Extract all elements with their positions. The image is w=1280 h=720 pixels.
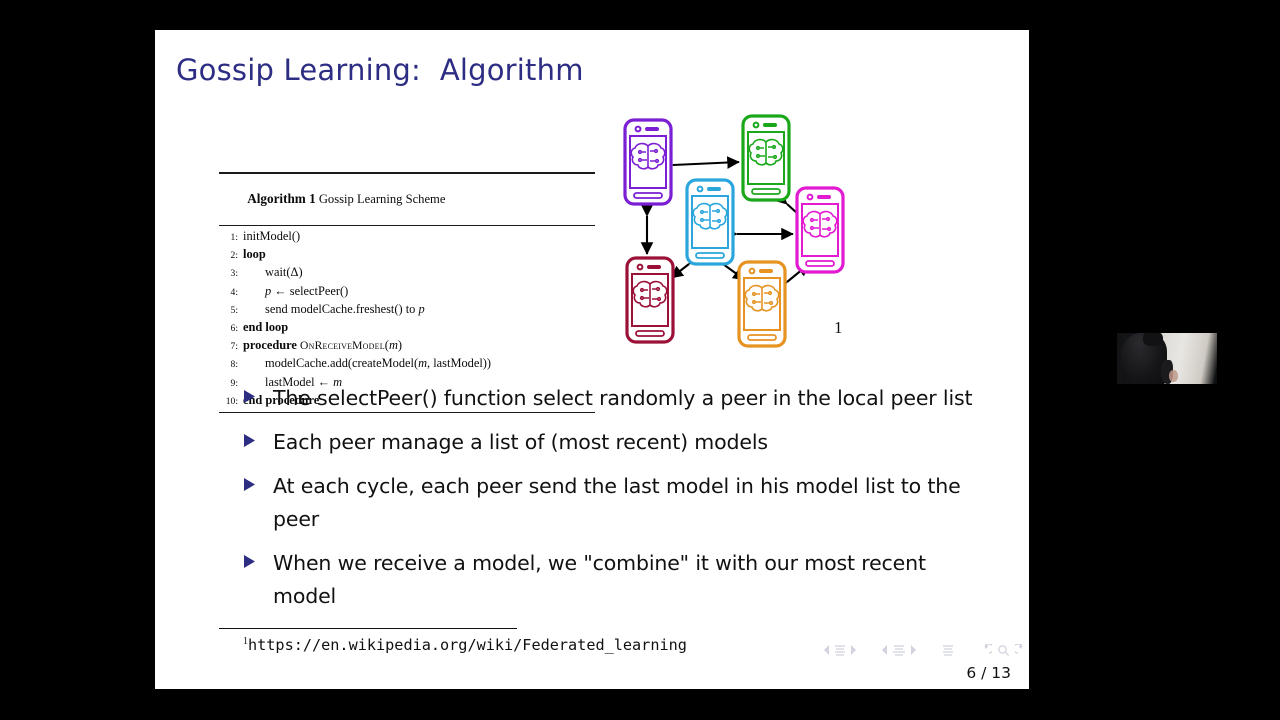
presenter-webcam-overlay [1117,330,1217,387]
algorithm-mid-rule [219,225,595,226]
phone-node-magenta [795,186,845,274]
webcam-person-hand [1169,370,1178,382]
algorithm-bottom-rule [219,412,595,414]
algorithm-line-code: p ← selectPeer() [265,283,349,298]
footnote-marker: 1 [243,636,248,647]
list-item-text: When we receive a model, we "combine" it… [273,551,926,608]
brain-icon [630,142,666,170]
search-icon[interactable] [997,644,1010,657]
page-number: 6 / 13 [966,664,1011,682]
list-item-text: Each peer manage a list of (most recent)… [273,430,768,454]
algorithm-top-rule [219,172,595,174]
algorithm-block: Algorithm 1 Gossip Learning Scheme 1: ini… [219,172,595,414]
webcam-letterbox-top [1117,330,1217,333]
diagram-footnote-marker: 1 [834,318,843,337]
bullet-triangle-icon [243,547,273,569]
algorithm-line-number: 8: [230,359,238,371]
edge-purple-green [660,156,740,172]
phone-node-cyan [685,178,735,266]
presentation-slide: Gossip Learning: Algorithm Algorithm 1 G… [155,30,1029,689]
slide-icon[interactable] [833,643,847,657]
next-frame-icon[interactable] [910,644,917,656]
prev-frame-icon[interactable] [881,644,888,656]
bullet-list: The selectPeer() function select randoml… [243,382,973,624]
brain-icon [748,138,784,166]
algorithm-line: 9: lastModel ← m [219,374,595,392]
list-item: Each peer manage a list of (most recent)… [243,426,973,459]
back-icon[interactable] [979,643,992,657]
algorithm-line-code: modelCache.add(createModel(m, lastModel)… [265,356,492,371]
algorithm-line-number: 5: [230,304,238,316]
forward-icon[interactable] [1015,643,1028,657]
algorithm-line-code: lastModel ← m [265,374,343,389]
nav-frame-group[interactable] [881,643,917,657]
nav-slide-group[interactable] [823,643,857,657]
bullet-triangle-icon [243,470,273,492]
algorithm-line-code: end loop [243,320,289,335]
next-slide-icon[interactable] [850,644,857,656]
list-item-text: The selectPeer() function select randoml… [273,386,973,410]
brain-icon [632,280,668,308]
gossip-network-diagram [615,112,875,362]
algorithm-caption-text: Gossip Learning Scheme [315,192,446,206]
algorithm-line-code: loop [243,247,266,262]
brain-icon [744,284,780,312]
algorithm-line: 5: send modelCache.freshest() to p [219,301,595,319]
frame-icon[interactable] [891,643,907,657]
prev-slide-icon[interactable] [823,644,830,656]
algorithm-line-code: wait(Δ) [265,265,303,280]
algorithm-line-code: send modelCache.freshest() to p [265,301,425,316]
algorithm-line-number: 7: [230,341,238,353]
algorithm-line: 7: procedure OnReceiveModel(m) [219,337,595,355]
algorithm-caption: Algorithm 1 Gossip Learning Scheme [219,174,595,225]
algorithm-lines: 1: initModel() 2: loop 3: wait(Δ) 4: p ← select… [219,226,595,412]
algorithm-line: 1: initModel() [219,228,595,246]
webcam-person-head [1143,330,1163,346]
algorithm-line: 8: modelCache.add(createModel(m, lastMode… [219,355,595,373]
algorithm-line-number: 10: [225,395,238,407]
webcam-letterbox-bottom [1117,384,1217,387]
phone-node-orange [737,260,787,348]
algorithm-caption-number: Algorithm 1 [247,191,316,206]
algorithm-line-number: 3: [230,268,238,280]
phone-node-maroon [625,256,675,344]
algorithm-line-number: 2: [230,250,238,262]
beamer-nav-bar[interactable] [823,643,1028,657]
footnote-rule [219,628,517,629]
algorithm-line: 6: end loop [219,319,595,337]
diagram-phones [623,114,845,348]
footnote: 1https://en.wikipedia.org/wiki/Federated… [243,636,687,654]
bullet-triangle-icon [243,426,273,448]
algorithm-line-number: 9: [230,377,238,389]
footnote-url: https://en.wikipedia.org/wiki/Federated_… [248,636,687,655]
algorithm-line-code: initModel() [243,229,301,243]
brain-icon [692,202,728,230]
bullet-triangle-icon [243,382,273,404]
page-title: Gossip Learning: Algorithm [176,53,584,87]
algorithm-line-code: procedure OnReceiveModel(m) [243,338,403,353]
list-item: At each cycle, each peer send the last m… [243,470,973,536]
algorithm-line: 4: p ← selectPeer() [219,283,595,301]
algorithm-line-number: 1: [230,232,238,243]
phone-node-green [741,114,791,202]
algorithm-line-number: 6: [230,323,238,335]
algorithm-line: 3: wait(Δ) [219,264,595,282]
list-item-text: At each cycle, each peer send the last m… [273,474,961,531]
algorithm-line: 2: loop [219,246,595,264]
doc-icon[interactable] [941,643,955,657]
phone-node-purple [623,118,673,206]
algorithm-line-number: 4: [230,286,238,298]
list-item: The selectPeer() function select randoml… [243,382,973,415]
list-item: When we receive a model, we "combine" it… [243,547,973,613]
brain-icon [802,210,838,238]
